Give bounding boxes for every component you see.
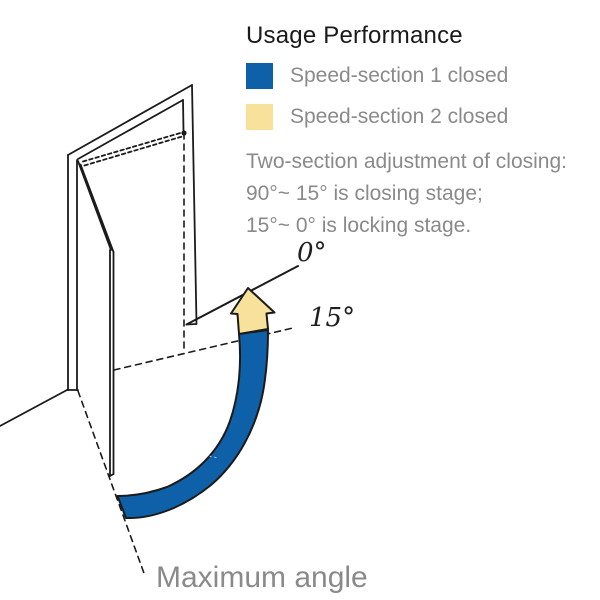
legend-item-speed-section-2: Speed-section 2 closed — [246, 104, 508, 130]
description-line-2: 90°~ 15° is closing stage; — [246, 182, 483, 205]
description-line-3: 15°~ 0° is locking stage. — [246, 214, 472, 237]
fifteen-degree-label: 15° — [309, 303, 356, 333]
legend-label: Speed-section 2 closed — [290, 105, 509, 128]
zero-degree-label: 0° — [297, 238, 327, 268]
open-door-bottom-tick — [109, 473, 115, 477]
wall-right-edge — [191, 84, 198, 325]
description-text: Two-section adjustment of closing: 90°~ … — [246, 146, 567, 242]
open-door-top-edge-a — [77, 160, 112, 251]
closed-door-top-dashed-b — [83, 135, 183, 167]
maximum-angle-dashed-line — [77, 390, 146, 577]
page-title: Usage Performance — [246, 22, 463, 49]
locking-stage-arrow — [230, 287, 276, 335]
frame-inner-right-edge — [182, 99, 185, 132]
closing-stage-arc — [116, 329, 269, 520]
description-line-1: Two-section adjustment of closing: — [246, 150, 567, 173]
wall-top-outer-edge — [67, 84, 193, 156]
legend-item-speed-section-1: Speed-section 1 closed — [246, 63, 508, 89]
legend-swatch-yellow — [246, 104, 273, 130]
legend-label: Speed-section 1 closed — [290, 64, 509, 87]
maximum-angle-label: Maximum angle — [156, 561, 368, 594]
closed-door-top-dashed-a — [82, 131, 183, 163]
open-door-top-edge-b — [79, 163, 115, 253]
legend-swatch-blue — [246, 63, 273, 89]
wall-bottom-diagonal — [0, 389, 68, 427]
wall-top-inner-edge — [77, 99, 184, 160]
